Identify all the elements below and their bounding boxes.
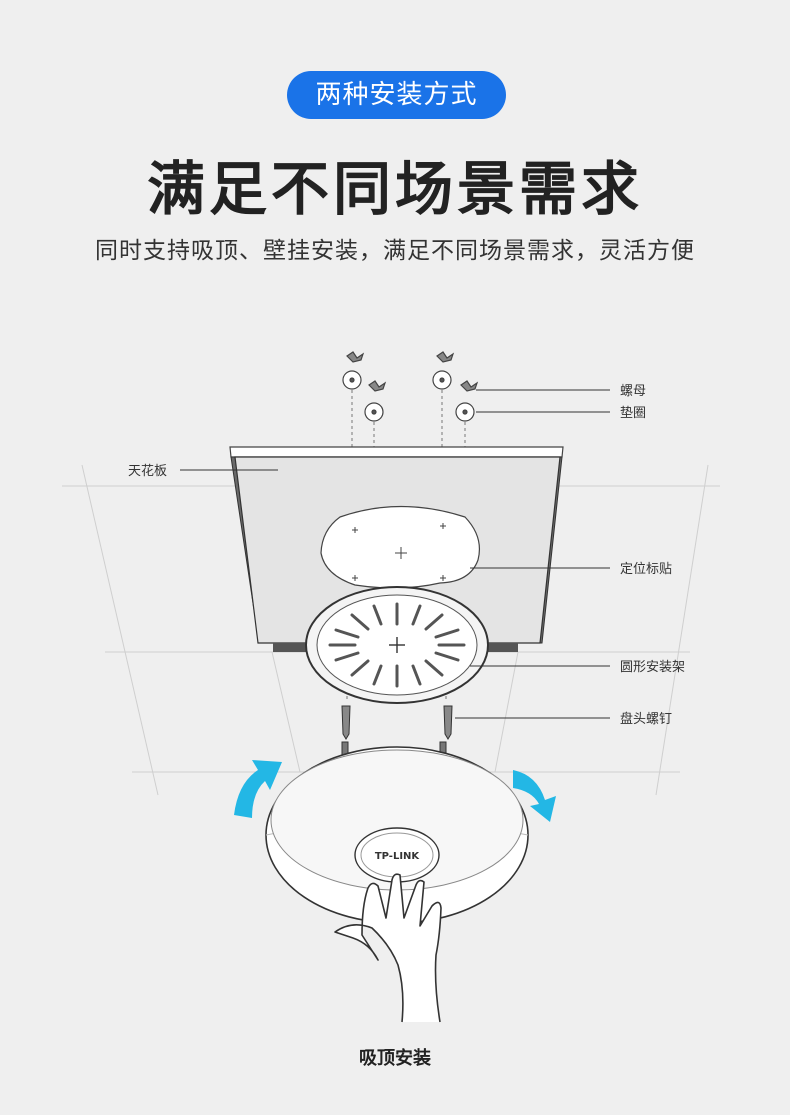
pan-head-screw-label: 盘头螺钉 [620, 711, 672, 727]
page-title: 满足不同场景需求 [146, 155, 643, 223]
page-subtitle: 同时支持吸顶、壁挂安装，满足不同场景需求，灵活方便 [95, 238, 695, 264]
nut-icon [368, 380, 387, 392]
rotate-arrow-icon [513, 770, 556, 822]
install-methods-badge: 两种安装方式 [287, 71, 506, 119]
nut-label: 螺母 [620, 384, 646, 399]
label-leader-lines [180, 389, 610, 719]
diagram-caption: 吸顶安装 [359, 1048, 431, 1069]
rotate-arrow-icon [234, 760, 282, 818]
round-mounting-bracket [305, 586, 489, 704]
round-bracket-label: 圆形安装架 [620, 660, 685, 675]
nut-washer-group [342, 351, 479, 422]
ceiling-label: 天花板 [128, 463, 167, 479]
pan-head-screw-icon [341, 705, 453, 740]
positioning-sticker [320, 505, 481, 589]
positioning-sticker-label: 定位标贴 [620, 562, 672, 577]
nut-icon [460, 380, 479, 392]
logo-text: TP-LINK [375, 851, 421, 862]
nut-icon [436, 351, 455, 363]
washer-label: 垫圈 [620, 405, 646, 421]
nut-icon [346, 351, 365, 363]
hand-illustration [334, 873, 442, 1023]
